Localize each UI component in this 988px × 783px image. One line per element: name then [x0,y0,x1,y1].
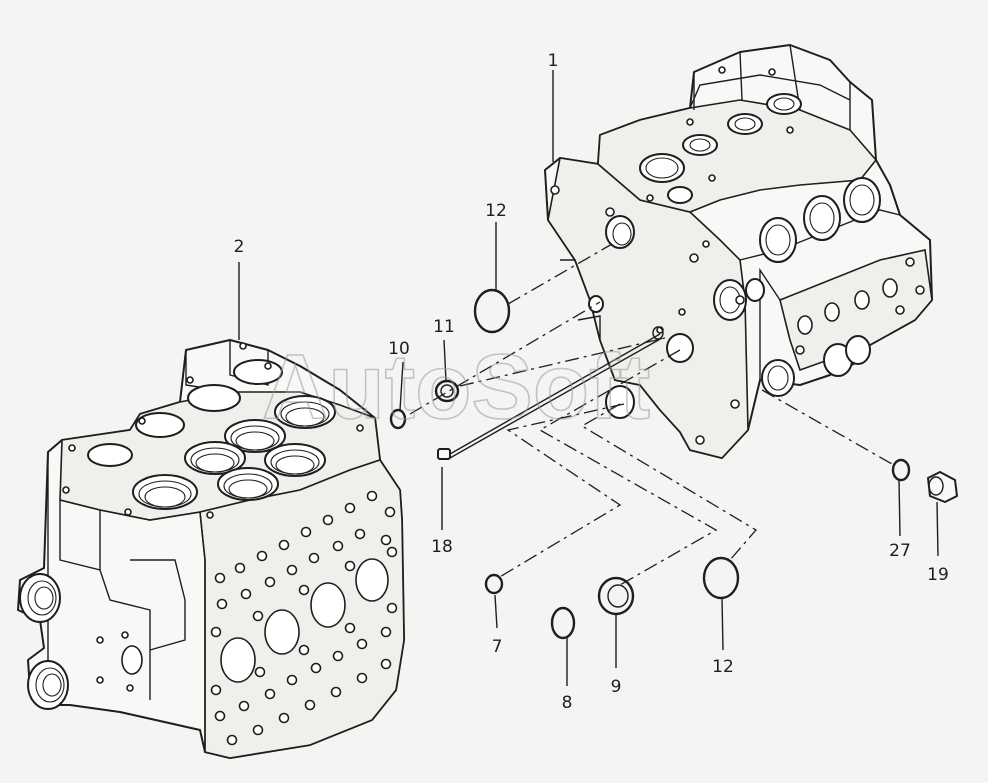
callout-18: 18 [431,537,453,557]
o-ring-part-27[interactable] [891,458,911,482]
plug-part-19[interactable] [927,471,958,503]
backup-ring-part-9[interactable] [597,576,635,616]
callout-11: 11 [433,317,455,337]
backup-ring-part-11[interactable] [434,379,460,403]
callout-1: 1 [548,51,559,71]
callout-19: 19 [927,565,949,585]
callout-12-lower: 12 [712,657,734,677]
callout-2: 2 [234,237,245,257]
callout-9: 9 [611,677,622,697]
callout-10: 10 [388,339,410,359]
o-ring-part-8[interactable] [550,606,576,640]
valve-block-part-1[interactable] [544,44,933,459]
watermark-text: AutoSoft [262,336,650,438]
center-lines [409,243,893,586]
callout-12-upper: 12 [485,201,507,221]
pin-part-18[interactable] [437,326,664,460]
callout-8: 8 [562,693,573,713]
o-ring-part-10[interactable] [389,408,407,430]
o-ring-part-7[interactable] [484,573,504,595]
valve-block-part-2[interactable] [17,339,405,759]
leader-lines [238,70,939,686]
callout-7: 7 [492,637,503,657]
o-ring-part-12-lower[interactable] [702,556,740,600]
o-ring-part-12-upper[interactable] [473,288,511,334]
callout-27: 27 [889,541,911,561]
callout-labels: 1 2 7 8 9 10 11 12 12 18 19 27 [234,51,949,713]
